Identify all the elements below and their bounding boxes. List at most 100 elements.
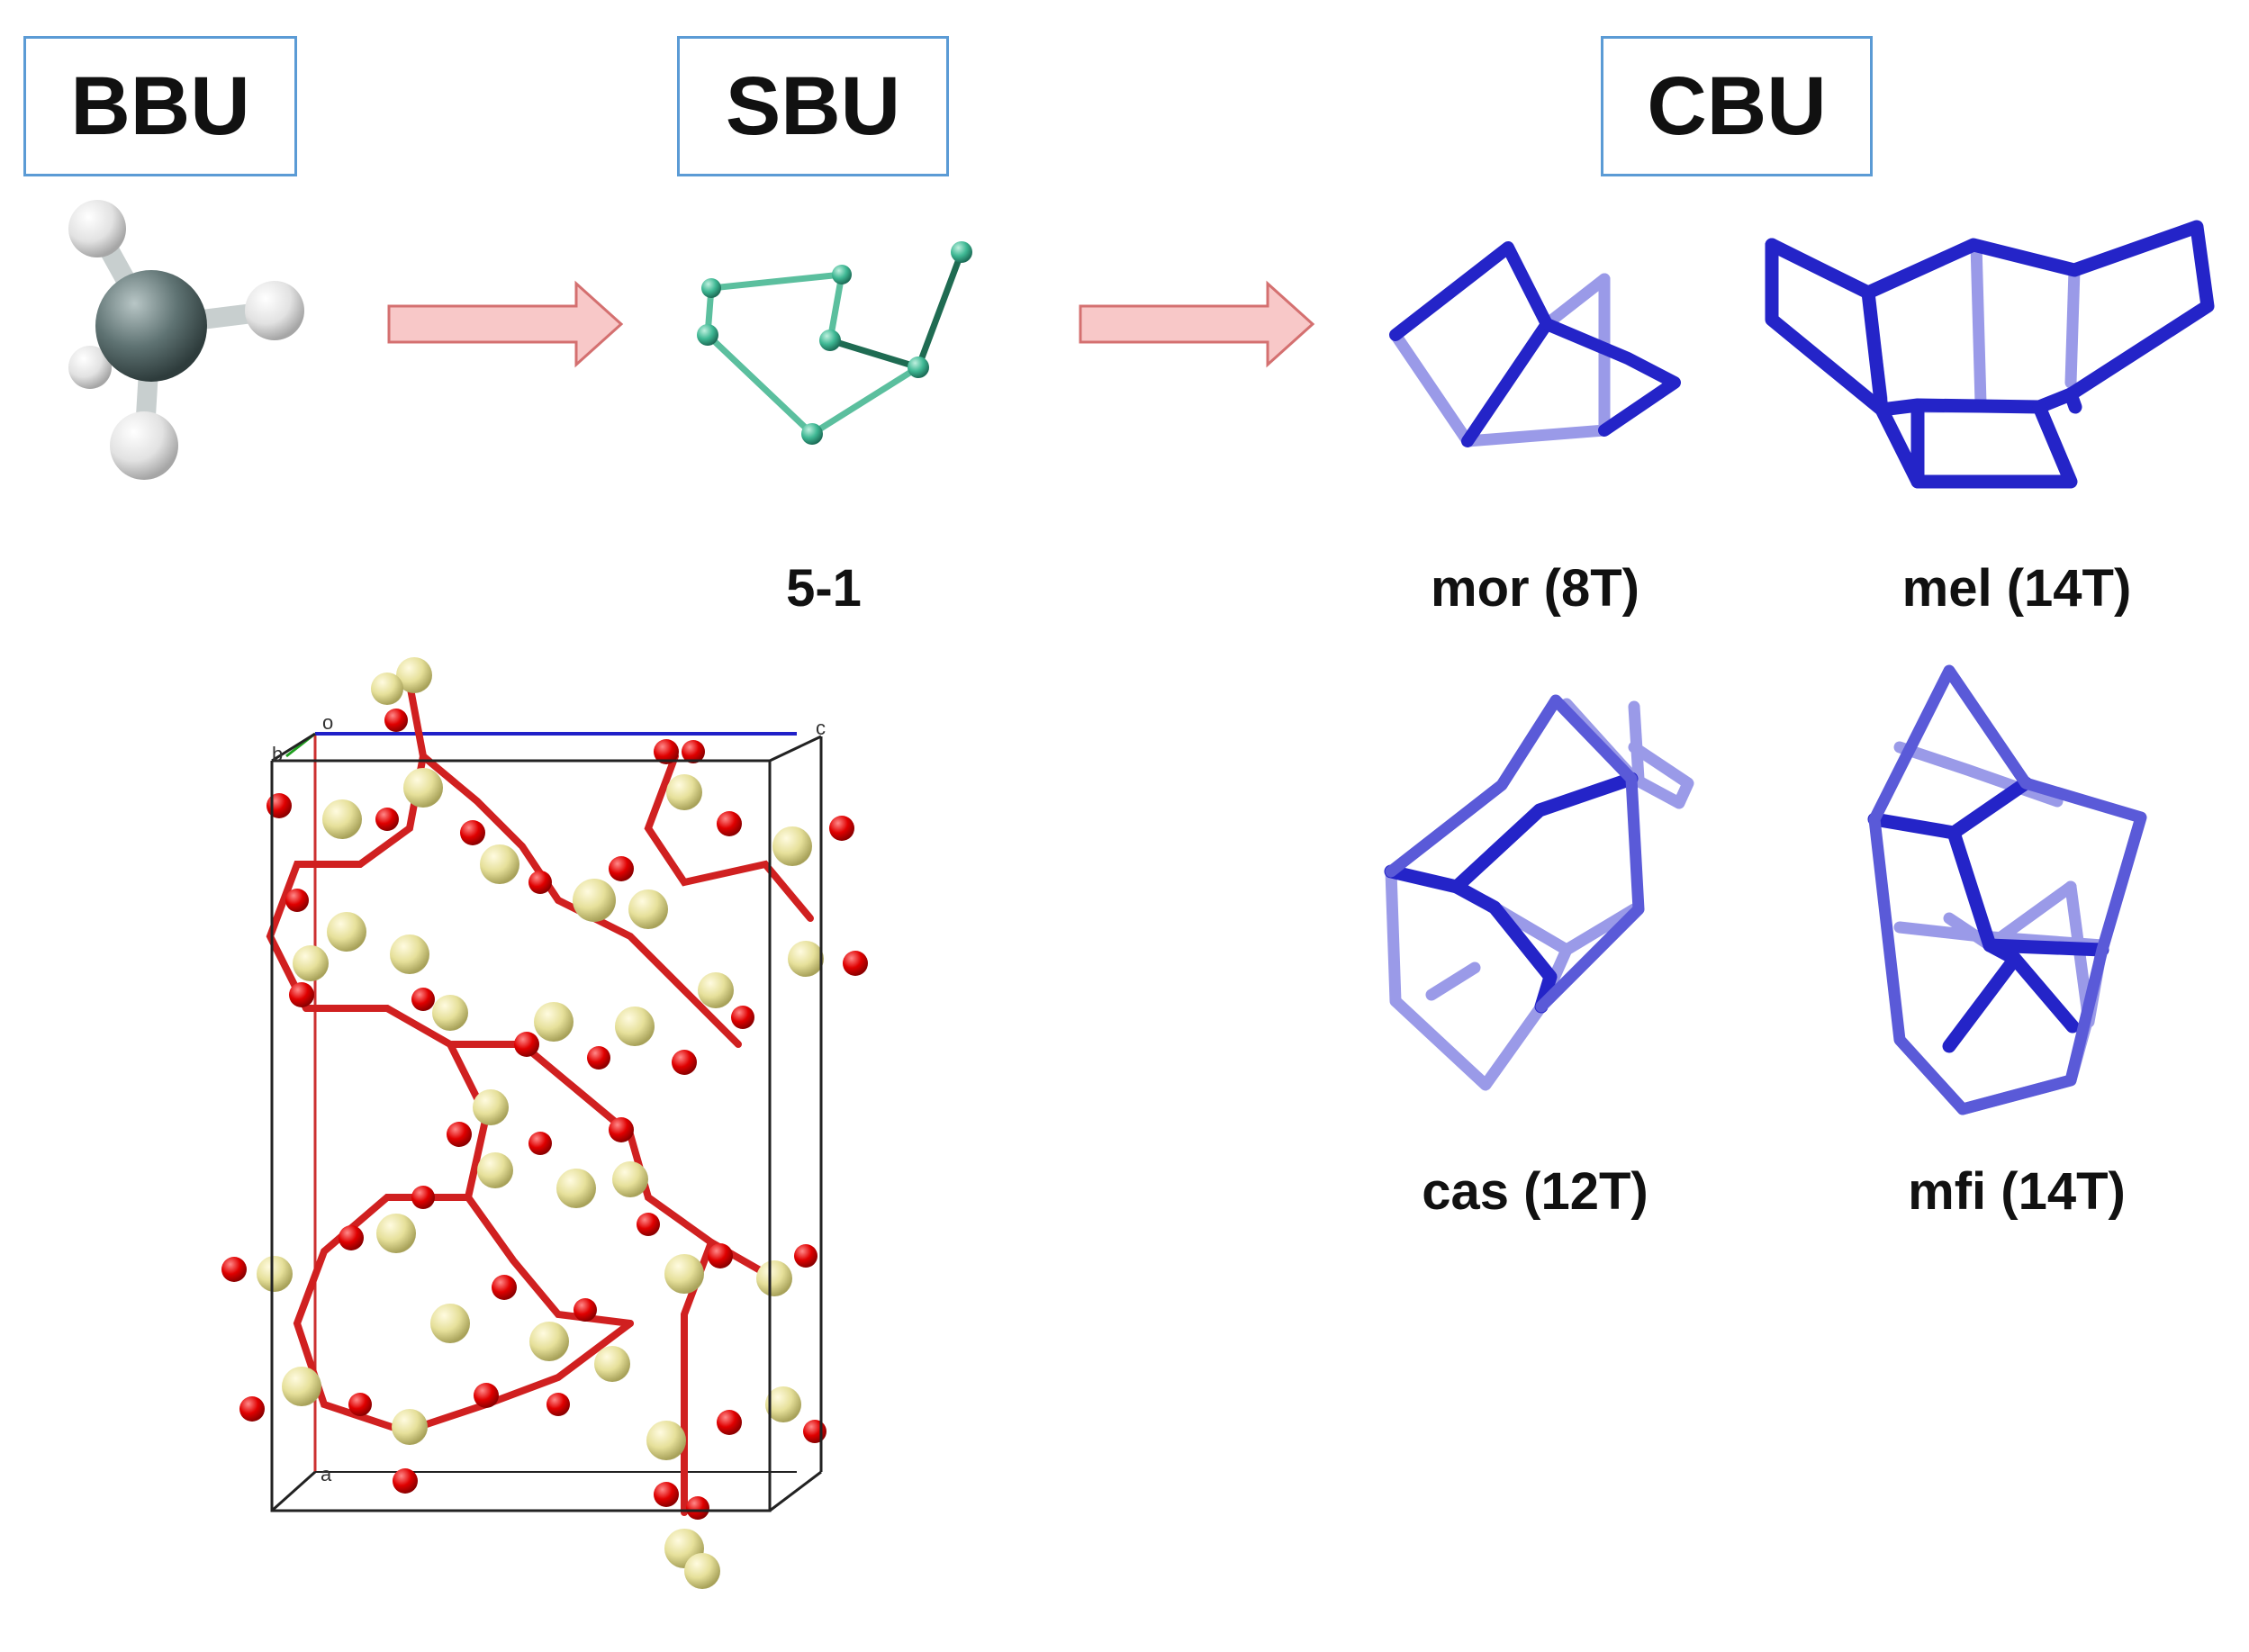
silicon-atom [327,912,366,952]
sbu-node [832,265,852,284]
axis-label-o: o [322,711,333,734]
oxygen-atom [717,1410,742,1435]
oxygen-atom [348,1393,372,1416]
silicon-atom [534,1002,574,1042]
cbu-header: CBU [1601,36,1873,176]
oxygen-atom [514,1032,539,1057]
hydrogen-atom [245,281,304,340]
cbu-label-mel: mel (14T) [1901,559,2132,618]
oxygen-atom [574,1298,597,1322]
silicon-atom [756,1260,792,1296]
oxygen-atom [708,1243,733,1268]
silicon-atom [615,1007,655,1046]
silicon-atom [772,826,812,866]
unit-cell-back [285,732,797,1473]
oxygen-atom [829,816,854,841]
silicon-atom [392,1409,428,1445]
oxygen-atom [460,820,485,845]
silicon-atom [403,768,443,808]
sbu-header: SBU [677,36,949,176]
oxygen-atom [289,982,314,1007]
silicon-atom [371,673,403,705]
silicon-atom [529,1322,569,1361]
silicon-atom [432,995,468,1031]
cbu-label-cas: cas (12T) [1422,1162,1648,1221]
hydrogen-atom [68,346,112,389]
oxygen-atom [686,1496,709,1520]
oxygen-atom [717,811,742,836]
unit-cell-front [270,732,823,1512]
silicon-atom [684,1553,720,1589]
cbu-mfi-structure [1867,664,2147,1115]
silicon-atom [390,934,429,974]
oxygen-atom [411,988,435,1011]
oxygen-atom [654,1482,679,1507]
silicon-atom [646,1421,686,1460]
cbu-mor-structure [1389,241,1681,447]
sbu-node [951,241,972,263]
silicon-atom [698,972,734,1008]
central-atom [95,270,207,382]
sbu-node [801,423,823,445]
sbu-node [697,324,718,346]
silicon-atom [765,1386,801,1422]
silicon-atom [282,1367,321,1406]
silicon-atom [788,941,824,977]
oxygen-atom [682,740,705,763]
oxygen-atom [393,1468,418,1494]
silicon-atom [556,1169,596,1208]
oxygen-atom [731,1006,754,1029]
silicon-atom [573,879,616,922]
arrow-sbu-to-cbu [1079,280,1315,368]
oxygen-atom [803,1420,826,1443]
silicon-atom [293,945,329,981]
oxygen-atom [637,1213,660,1236]
oxygen-atom [654,739,679,764]
oxygen-atom [546,1393,570,1416]
oxygen-atom [843,951,868,976]
silicon-atom [594,1346,630,1382]
oxygen-atom [794,1244,817,1268]
oxygen-atom [609,856,634,881]
sbu-node [819,329,841,351]
bbu-molecule [68,200,304,480]
oxygen-atom [447,1122,472,1147]
oxygen-atom [285,889,309,912]
silicon-atom [322,799,362,839]
silicon-atom [664,1254,704,1294]
silicon-atom [430,1304,470,1343]
silicon-atom [376,1214,416,1253]
oxygen-atom [339,1225,364,1250]
oxygen-atom [672,1050,697,1075]
silicon-atom [480,844,519,884]
oxygen-atom [384,709,408,732]
oxygen-atom [528,1132,552,1155]
cbu-label-mfi: mfi (14T) [1908,1162,2126,1221]
axis-label-a: a [321,1463,332,1485]
sbu-node [908,357,929,378]
silicon-atom [473,1089,509,1125]
oxygen-atom [474,1383,499,1408]
bbu-header: BBU [23,36,297,176]
oxygen-atom [492,1275,517,1300]
oxygen-atom [587,1046,610,1070]
silicon-atom [257,1256,293,1292]
sbu-structure [697,241,972,445]
axis-label-b: b [272,743,283,765]
silicon-atom [666,774,702,810]
oxygen-atom [375,808,399,831]
silicon-atom [612,1161,648,1197]
cbu-label-mor: mor (8T) [1431,559,1639,618]
silicon-atom [396,657,432,693]
oxygen-atom [221,1257,247,1282]
cbu-cas-structure [1384,694,1694,1091]
oxygen-atom [411,1186,435,1209]
silicon-atom [628,889,668,929]
hydrogen-atom [68,200,126,257]
oxygen-atom [528,871,552,894]
oxygen-atom [266,793,292,818]
oxygen-atom [239,1396,265,1422]
arrow-bbu-to-sbu [387,280,624,368]
sbu-label: 5-1 [786,559,862,618]
